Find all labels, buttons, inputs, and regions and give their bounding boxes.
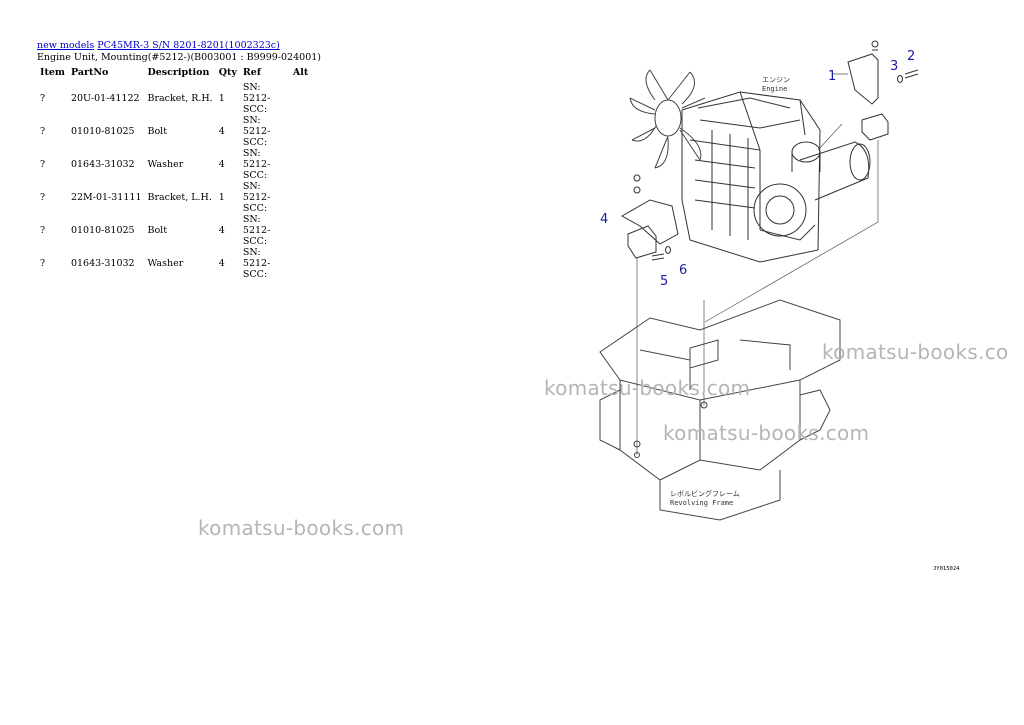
callout-2[interactable]: 2 bbox=[907, 49, 915, 64]
col-ref: Ref bbox=[242, 67, 261, 78]
table-row: ? 01643-31032 Washer 4 SN: 5212-SCC: bbox=[37, 247, 311, 280]
cell-qty: 1 bbox=[218, 93, 225, 104]
parts-table: Item PartNo Description Qty Ref Alt ? 20… bbox=[37, 66, 311, 280]
callout-4[interactable]: 4 bbox=[600, 212, 608, 227]
callout-3[interactable]: 3 bbox=[890, 59, 898, 74]
cell-partno: 01643-31032 bbox=[70, 159, 135, 170]
cell-item: ? bbox=[40, 93, 46, 104]
cell-ref: SN: 5212-SCC: bbox=[242, 214, 271, 247]
table-row: ? 20U-01-41122 Bracket, R.H. 1 SN: 5212-… bbox=[37, 82, 311, 115]
col-qty: Qty bbox=[218, 67, 237, 78]
col-description: Description bbox=[147, 67, 210, 78]
new-models-link[interactable]: new models bbox=[37, 40, 95, 51]
cell-description: Washer bbox=[147, 258, 184, 269]
model-link[interactable]: PC45MR-3 S/N 8201-8201(1002323c) bbox=[97, 40, 280, 51]
cell-description: Bolt bbox=[147, 126, 168, 137]
cell-partno: 22M-01-31111 bbox=[70, 192, 142, 203]
table-row: ? 01010-81025 Bolt 4 SN: 5212-SCC: bbox=[37, 115, 311, 148]
watermark: komatsu-books.co bbox=[822, 340, 1009, 364]
cell-ref: SN: 5212-SCC: bbox=[242, 247, 271, 280]
cell-partno: 01010-81025 bbox=[70, 126, 135, 137]
table-row: ? 22M-01-31111 Bracket, L.H. 1 SN: 5212-… bbox=[37, 181, 311, 214]
table-row: ? 01010-81025 Bolt 4 SN: 5212-SCC: bbox=[37, 214, 311, 247]
cell-qty: 4 bbox=[218, 225, 225, 236]
engine-label: Engine bbox=[762, 85, 787, 93]
cell-item: ? bbox=[40, 192, 46, 203]
cell-item: ? bbox=[40, 126, 46, 137]
cell-ref: SN: 5212-SCC: bbox=[242, 148, 271, 181]
cell-qty: 1 bbox=[218, 192, 225, 203]
watermark: komatsu-books.com bbox=[663, 421, 870, 445]
cell-description: Bracket, L.H. bbox=[147, 192, 212, 203]
col-item: Item bbox=[40, 67, 65, 78]
cell-partno: 01010-81025 bbox=[70, 225, 135, 236]
col-partno: PartNo bbox=[70, 67, 109, 78]
cell-partno: 01643-31032 bbox=[70, 258, 135, 269]
cell-ref: SN: 5212-SCC: bbox=[242, 115, 271, 148]
callout-6[interactable]: 6 bbox=[679, 263, 687, 278]
cell-description: Bracket, R.H. bbox=[147, 93, 213, 104]
col-alt: Alt bbox=[292, 67, 309, 78]
table-header-row: Item PartNo Description Qty Ref Alt bbox=[37, 66, 311, 82]
bracket-lh-icon bbox=[620, 174, 679, 261]
engine-label-jp: エンジン bbox=[762, 76, 790, 84]
page-subtitle: Engine Unit, Mounting(#5212-)(B003001 : … bbox=[37, 52, 321, 63]
drawing-code: JY015024 bbox=[933, 566, 960, 572]
cell-item: ? bbox=[40, 225, 46, 236]
cell-ref: SN: 5212-SCC: bbox=[242, 181, 271, 214]
cell-qty: 4 bbox=[218, 258, 225, 269]
cell-item: ? bbox=[40, 258, 46, 269]
cell-item: ? bbox=[40, 159, 46, 170]
bracket-rh-icon bbox=[847, 40, 919, 141]
frame-label: Revolving Frame bbox=[670, 499, 733, 507]
callout-1[interactable]: 1 bbox=[828, 69, 836, 84]
fan-icon bbox=[629, 69, 706, 169]
breadcrumb: new models PC45MR-3 S/N 8201-8201(100232… bbox=[37, 40, 280, 51]
frame-label-jp: レボルビングフレーム bbox=[670, 489, 740, 498]
engine-icon bbox=[681, 91, 871, 263]
table-row: ? 01643-31032 Washer 4 SN: 5212-SCC: bbox=[37, 148, 311, 181]
callout-5[interactable]: 5 bbox=[660, 274, 668, 289]
cell-ref: SN: 5212-SCC: bbox=[242, 82, 271, 115]
cell-qty: 4 bbox=[218, 159, 225, 170]
watermark: komatsu-books.com bbox=[544, 376, 751, 400]
cell-qty: 4 bbox=[218, 126, 225, 137]
cell-description: Washer bbox=[147, 159, 184, 170]
watermark: komatsu-books.com bbox=[198, 516, 405, 540]
cell-partno: 20U-01-41122 bbox=[70, 93, 140, 104]
cell-description: Bolt bbox=[147, 225, 168, 236]
revolving-frame-icon bbox=[599, 299, 841, 521]
